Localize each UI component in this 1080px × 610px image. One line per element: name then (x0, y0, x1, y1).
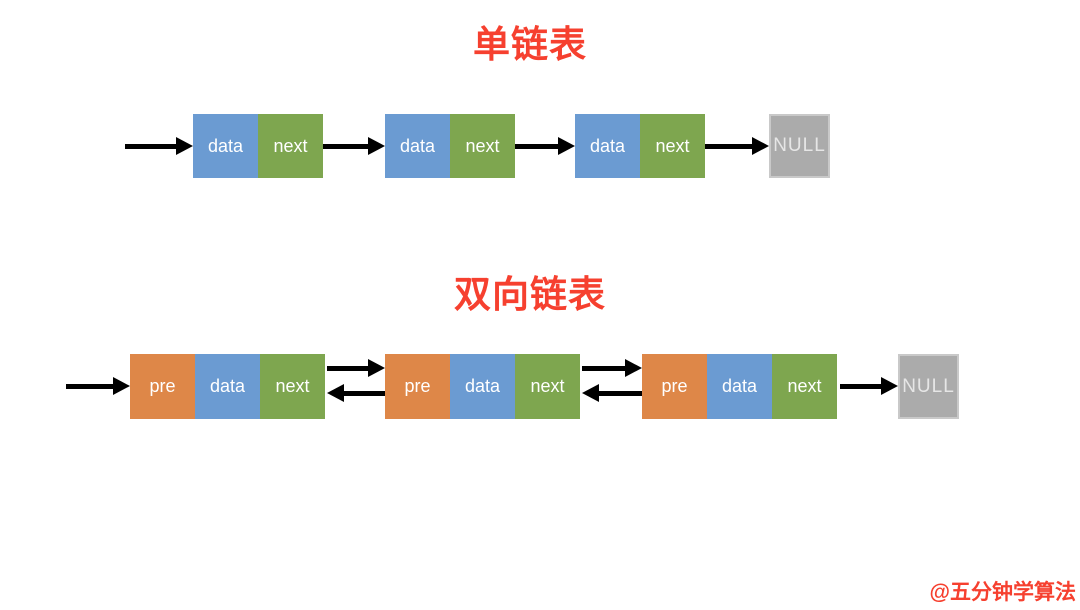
forward-arrow-right-icon (327, 357, 385, 379)
next-arrow-right-icon (323, 135, 385, 157)
next-pointer-cell: next (772, 354, 837, 419)
next-pointer-cell: next (260, 354, 325, 419)
data-cell: data (707, 354, 772, 419)
backward-arrow-left-icon (582, 382, 642, 404)
singly-node-2: data next (385, 114, 515, 178)
pre-pointer-cell: pre (385, 354, 450, 419)
singly-list-title: 单链表 (473, 24, 587, 65)
data-cell: data (575, 114, 640, 178)
data-cell: data (385, 114, 450, 178)
next-pointer-cell: next (515, 354, 580, 419)
pre-pointer-cell: pre (642, 354, 707, 419)
next-pointer-cell: next (450, 114, 515, 178)
doubly-node-2: pre data next (385, 354, 580, 419)
doubly-node-1: pre data next (130, 354, 325, 419)
singly-null-box: NULL (769, 114, 830, 178)
pre-pointer-cell: pre (130, 354, 195, 419)
singly-node-3: data next (575, 114, 705, 178)
next-pointer-cell: next (640, 114, 705, 178)
backward-arrow-left-icon (327, 382, 385, 404)
head-arrow-right-icon (125, 135, 193, 157)
next-arrow-right-icon (705, 135, 769, 157)
next-arrow-right-icon (515, 135, 575, 157)
next-pointer-cell: next (258, 114, 323, 178)
head-arrow-right-icon (66, 375, 130, 397)
doubly-node-3: pre data next (642, 354, 837, 419)
doubly-null-box: NULL (898, 354, 959, 419)
forward-arrow-right-icon (582, 357, 642, 379)
watermark-credit: @五分钟学算法 (929, 581, 1076, 604)
data-cell: data (450, 354, 515, 419)
next-arrow-right-icon (840, 375, 898, 397)
singly-node-1: data next (193, 114, 323, 178)
doubly-list-title: 双向链表 (454, 274, 606, 315)
data-cell: data (193, 114, 258, 178)
data-cell: data (195, 354, 260, 419)
